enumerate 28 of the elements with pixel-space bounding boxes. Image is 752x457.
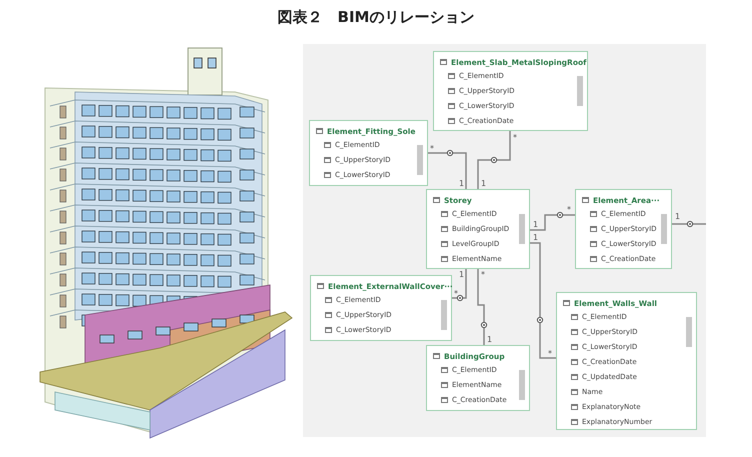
table-card <box>433 51 588 131</box>
cardinality-label: 1 <box>459 271 464 279</box>
table-card <box>426 189 530 269</box>
cardinality-label: 1 <box>481 180 486 188</box>
table-card <box>426 345 530 411</box>
relationship-line <box>530 212 575 231</box>
cardinality-label: 1 <box>459 180 464 188</box>
table-card <box>575 189 672 269</box>
cardinality-label: * <box>481 271 485 279</box>
relationship-line <box>530 242 556 359</box>
cardinality-label: 1 <box>533 221 538 229</box>
relationship-line <box>477 269 488 345</box>
cardinality-label: * <box>513 134 517 142</box>
relationship-line <box>477 131 511 189</box>
cardinality-label: * <box>548 350 552 358</box>
cardinality-label: 1 <box>675 213 680 221</box>
cardinality-label: * <box>567 206 571 214</box>
cardinality-label: * <box>430 145 434 153</box>
relationship-line <box>452 269 467 302</box>
cardinality-label: 1 <box>487 336 492 344</box>
table-card <box>310 275 452 341</box>
title: 図表２ BIMのリレーション <box>276 8 476 27</box>
cardinality-label: * <box>454 290 458 298</box>
table-card <box>556 292 697 430</box>
relationship-line <box>672 220 706 228</box>
table-card <box>309 120 428 186</box>
relationship-line <box>428 150 467 189</box>
cardinality-label: 1 <box>533 234 538 242</box>
